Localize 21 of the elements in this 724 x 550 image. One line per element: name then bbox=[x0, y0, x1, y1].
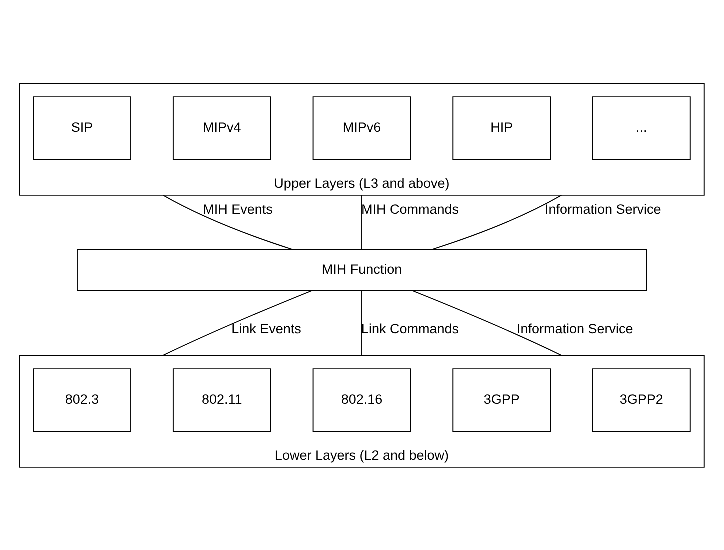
node-box: MIPv4 bbox=[172, 96, 272, 160]
node-box: SIP bbox=[33, 96, 132, 160]
connector bbox=[412, 290, 562, 356]
node-box: 3GPP2 bbox=[592, 368, 691, 432]
connector bbox=[162, 194, 292, 250]
edge-label: MIH Events bbox=[203, 201, 273, 216]
edge-label: Link Events bbox=[232, 321, 302, 336]
node-box: 3GPP bbox=[452, 368, 552, 432]
connector bbox=[432, 194, 562, 250]
node-box: MIH Function bbox=[77, 248, 647, 291]
node-box: ... bbox=[592, 96, 691, 160]
edge-label: Link Commands bbox=[361, 321, 459, 336]
node-box: 802.3 bbox=[33, 368, 132, 432]
node-box: MIPv6 bbox=[312, 96, 412, 160]
node-box: HIP bbox=[452, 96, 552, 160]
edge-label: Information Service bbox=[516, 321, 634, 336]
connector bbox=[162, 290, 312, 356]
node-box: 802.11 bbox=[172, 368, 272, 432]
node-box: 802.16 bbox=[312, 368, 412, 432]
edge-label: MIH Commands bbox=[361, 201, 459, 216]
edge-label: Information Service bbox=[544, 201, 662, 216]
